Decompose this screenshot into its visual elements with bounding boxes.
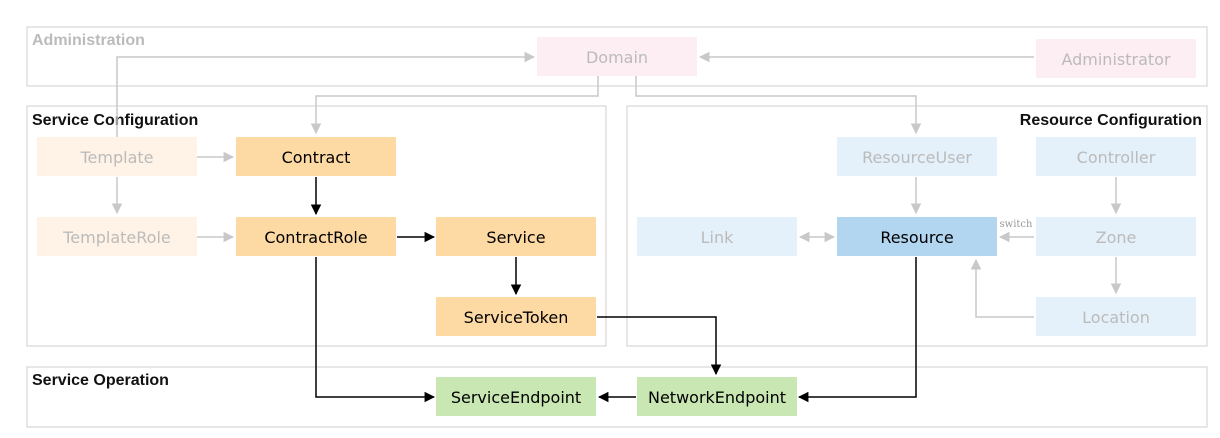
service-configuration-title: Service Configuration: [32, 112, 198, 129]
node-serviceendpoint-label: ServiceEndpoint: [451, 388, 581, 407]
edge-domain-to-resourceuser: [635, 76, 922, 135]
node-link-label: Link: [701, 228, 735, 247]
node-templaterole-label: TemplateRole: [62, 228, 170, 247]
node-domain[interactable]: Domain: [537, 37, 697, 76]
node-resourceuser-label: ResourceUser: [862, 148, 972, 167]
node-resource-label: Resource: [880, 228, 953, 247]
node-zone-label: Zone: [1096, 228, 1137, 247]
resource-configuration-group: [626, 105, 1208, 347]
node-controller[interactable]: Controller: [1036, 137, 1196, 176]
node-template-label: Template: [79, 148, 153, 167]
node-networkendpoint[interactable]: NetworkEndpoint: [637, 377, 797, 416]
node-contractrole-label: ContractRole: [264, 228, 367, 247]
node-serviceendpoint[interactable]: ServiceEndpoint: [436, 377, 596, 416]
edge-resource-to-networkendpoint: [797, 257, 917, 403]
node-template[interactable]: Template: [37, 137, 197, 176]
edge-servicetoken-to-networkendpoint: [597, 316, 722, 376]
node-resourceuser[interactable]: ResourceUser: [837, 137, 997, 176]
service-operation-title: Service Operation: [32, 372, 169, 389]
administration-title: Administration: [32, 32, 145, 49]
node-domain-label: Domain: [586, 48, 648, 67]
node-controller-label: Controller: [1077, 148, 1156, 167]
node-link[interactable]: Link: [637, 217, 797, 256]
node-networkendpoint-label: NetworkEndpoint: [648, 388, 786, 407]
resource-configuration-title: Resource Configuration: [1020, 112, 1202, 129]
node-administrator-label: Administrator: [1061, 50, 1170, 69]
active-edges: [310, 177, 917, 403]
node-contractrole[interactable]: ContractRole: [236, 217, 396, 256]
edge-contractrole-to-serviceendpoint: [315, 257, 436, 403]
edge-template-to-domain: [116, 51, 536, 148]
faded-edges: [111, 51, 1122, 318]
edge-domain-to-contract: [310, 76, 599, 135]
edge-location-to-resource: [970, 258, 1034, 318]
node-zone[interactable]: Zone: [1036, 217, 1196, 256]
administration-group: [26, 26, 1208, 87]
node-resource[interactable]: Resource: [837, 217, 997, 256]
node-administrator[interactable]: Administrator: [1036, 39, 1196, 78]
switch-edge-label: switch: [1000, 219, 1034, 230]
service-operation-group: [26, 366, 1208, 428]
node-contract[interactable]: Contract: [236, 137, 396, 176]
node-contract-label: Contract: [282, 148, 351, 167]
node-servicetoken-label: ServiceToken: [464, 308, 569, 327]
node-location[interactable]: Location: [1036, 297, 1196, 336]
node-location-label: Location: [1082, 308, 1150, 327]
node-servicetoken[interactable]: ServiceToken: [436, 297, 596, 336]
node-templaterole[interactable]: TemplateRole: [37, 217, 197, 256]
node-service-label: Service: [486, 228, 545, 247]
node-service[interactable]: Service: [436, 217, 596, 256]
